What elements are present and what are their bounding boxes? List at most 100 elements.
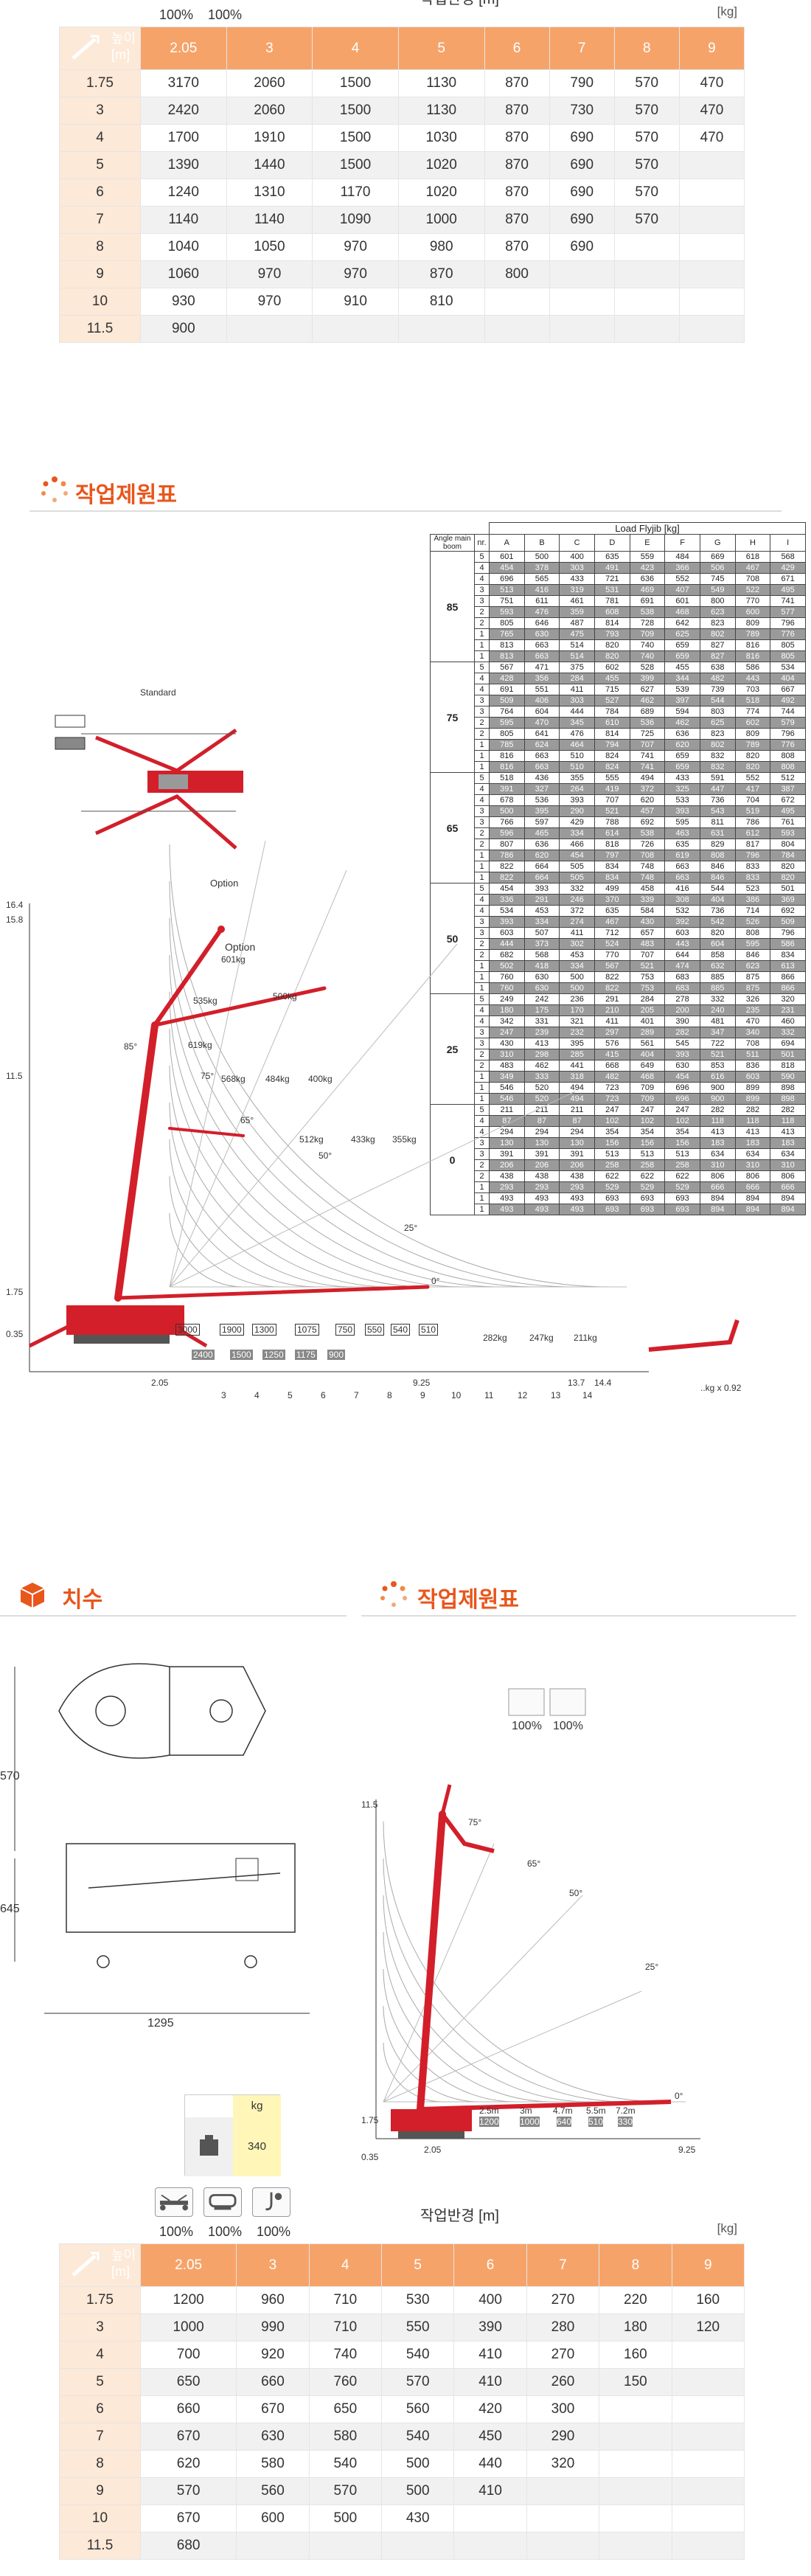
flyjib-cell: 310 <box>489 1049 525 1060</box>
flyjib-cell: 707 <box>594 794 630 806</box>
table-cell: 280 <box>526 2313 600 2341</box>
flyjib-cell: 510 <box>559 761 595 773</box>
flyjib-cell: 613 <box>770 960 806 972</box>
x-tick-7: 7 <box>354 1390 359 1400</box>
y-tick-1-75: 1.75 <box>6 1287 24 1297</box>
flyjib-cell: 820 <box>734 761 771 773</box>
table-cell: 960 <box>236 2286 310 2314</box>
flyjib-cell: 866 <box>770 982 806 994</box>
flyjib-cell: 484 <box>664 551 700 563</box>
c2-base-1200: 1200 <box>479 2117 499 2127</box>
table-cell: 570 <box>308 2477 383 2505</box>
flyjib-cell: 619 <box>664 850 700 861</box>
angle-25: 25° <box>404 1223 418 1233</box>
flyjib-cell: 796 <box>770 728 806 740</box>
flyjib-cell: 494 <box>559 1093 595 1105</box>
section-header-dims: 치수 <box>0 1569 347 1617</box>
table-cell: 660 <box>236 2368 310 2396</box>
flyjib-cell: 502 <box>489 960 525 972</box>
flyjib-cell: 803 <box>699 706 736 718</box>
flyjib-cell: 776 <box>770 739 806 751</box>
flyjib-cell: 816 <box>734 650 771 662</box>
row-height: 4 <box>59 2341 141 2369</box>
flyjib-cell: 2 <box>474 717 490 729</box>
flyjib-cell: 334 <box>523 916 560 928</box>
flyjib-cell: 467 <box>594 916 630 928</box>
x-tick-3: 3 <box>221 1390 226 1400</box>
flyjib-cell: 118 <box>770 1115 806 1127</box>
table-cell: 870 <box>484 178 550 206</box>
flyjib-cell: 310 <box>734 1159 771 1171</box>
flyjib-cell: 683 <box>664 971 700 983</box>
row-height: 10 <box>59 2504 141 2532</box>
table-cell: 2060 <box>226 97 313 125</box>
flyjib-cell: 776 <box>770 628 806 640</box>
table-cell: 400 <box>453 2286 527 2314</box>
flyjib-cell: 823 <box>699 728 736 740</box>
table-cell <box>678 315 745 343</box>
table-cell <box>549 288 615 316</box>
flyjib-cell: 739 <box>699 684 736 695</box>
table-cell: 500 <box>308 2504 383 2532</box>
table-cell: 1500 <box>312 69 399 97</box>
c2-base-5-5m: 5.5m <box>586 2105 606 2116</box>
flyjib-cell: 102 <box>629 1115 666 1127</box>
flyjib-cell: 359 <box>559 606 595 618</box>
radius-title: 작업반경 [m] <box>420 0 499 8</box>
table-cell: 160 <box>599 2341 672 2369</box>
table-cell <box>678 178 745 206</box>
flyjib-cell: 602 <box>734 717 771 729</box>
flyjib-cell: 411 <box>594 1016 630 1027</box>
flyjib-cell: 282 <box>734 1104 771 1116</box>
flyjib-cell: 476 <box>523 606 560 618</box>
table-cell: 680 <box>139 2532 237 2560</box>
flyjib-cell: 430 <box>629 916 666 928</box>
table-cell: 260 <box>526 2368 600 2396</box>
flyjib-cell: 293 <box>559 1181 595 1193</box>
flyjib-cell: 693 <box>629 1204 666 1215</box>
c2-y-11-5: 11.5 <box>361 1799 378 1810</box>
table-cell: 870 <box>484 97 550 125</box>
flyjib-cell: 249 <box>489 993 525 1005</box>
flyjib-cell: 411 <box>559 684 595 695</box>
table-cell <box>484 288 550 316</box>
flyjib-cell: 183 <box>770 1137 806 1149</box>
load-484kg: 484kg <box>265 1074 290 1084</box>
weight-table: kg 340 <box>184 2094 281 2176</box>
flyjib-cell: 416 <box>523 584 560 596</box>
column-header: 9 <box>678 27 745 70</box>
flyjib-cell: 723 <box>594 1093 630 1105</box>
flyjib-cell: 467 <box>734 562 771 574</box>
column-header: 3 <box>236 2243 310 2287</box>
flyjib-cell: 1 <box>474 861 490 872</box>
column-header: 9 <box>671 2243 745 2287</box>
x-tick-6: 6 <box>321 1390 326 1400</box>
table-cell: 470 <box>678 97 745 125</box>
table-cell: 990 <box>236 2313 310 2341</box>
table-cell: 540 <box>380 2423 455 2451</box>
table-cell <box>613 260 680 288</box>
table-cell: 650 <box>139 2368 237 2396</box>
table-cell: 1000 <box>139 2313 237 2341</box>
flyjib-cell: 326 <box>734 993 771 1005</box>
flyjib-cell: 1 <box>474 1071 490 1083</box>
flyjib-cell: 5 <box>474 1104 490 1116</box>
flyjib-cell: 618 <box>734 551 771 563</box>
flyjib-cell: 2 <box>474 938 490 950</box>
c2-angle-65: 65° <box>527 1858 541 1869</box>
flyjib-cell: 232 <box>559 1027 595 1038</box>
flyjib-cell: 462 <box>664 717 700 729</box>
flyjib-head: F <box>664 534 700 552</box>
flyjib-cell: 500 <box>523 551 560 563</box>
flyjib-cell: 1 <box>474 850 490 861</box>
table-cell <box>453 2504 527 2532</box>
flyjib-cell: 438 <box>489 1170 525 1182</box>
